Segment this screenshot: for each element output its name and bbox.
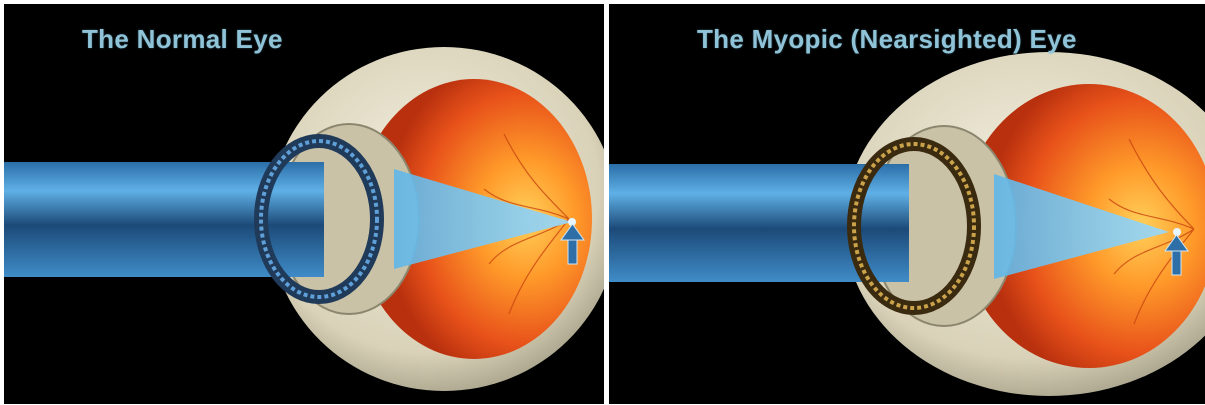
normal-eye-illustration <box>4 4 604 404</box>
myopic-eye-panel: The Myopic (Nearsighted) Eye <box>609 4 1205 404</box>
normal-eye-title: The Normal Eye <box>82 24 283 55</box>
focal-point <box>1173 228 1181 236</box>
normal-eye-panel: The Normal Eye <box>4 4 604 404</box>
myopic-eye-illustration <box>609 4 1205 404</box>
myopic-eye-title: The Myopic (Nearsighted) Eye <box>697 24 1077 55</box>
